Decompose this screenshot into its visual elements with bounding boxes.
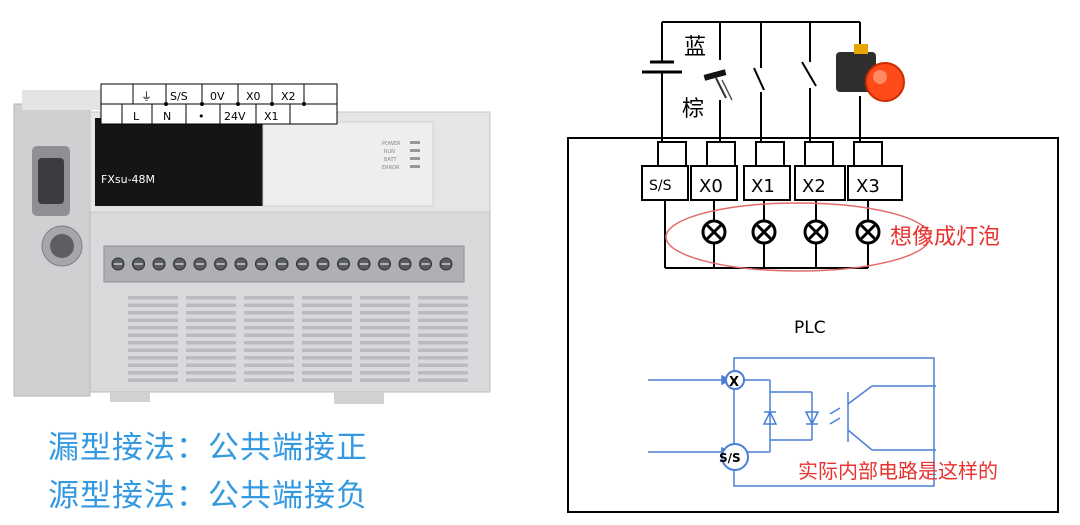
switch-x1: [753, 22, 765, 142]
caption-sink-wiring: 漏型接法：公共端接正: [48, 430, 368, 466]
plc-model-label: FXsu-48M: [101, 173, 155, 186]
terminal-ss: S/S: [649, 178, 672, 194]
plc-label: PLC: [794, 318, 826, 338]
terminal-label-overlay: ⏚ S/S 0V X0 X2 L N • 24V X1: [100, 83, 338, 125]
bulb-icon-x2: [803, 219, 829, 245]
top-terminal-0v: 0V: [210, 90, 225, 103]
bulb-icon-x0: [701, 219, 727, 245]
inner-ss-node: [721, 443, 749, 471]
bulb-icon-x1: [751, 219, 777, 245]
plc-black-panel: [95, 118, 263, 206]
serial-port: [32, 146, 70, 216]
bottom-terminal-dot: •: [198, 110, 205, 123]
terminal-x0: X0: [699, 176, 723, 197]
plc-photo: FXsu-48M POWER RUN BATT ERROR ⏚ S/S: [13, 83, 491, 404]
top-terminal-x2: X2: [281, 90, 296, 103]
inner-x-label: X: [729, 375, 739, 390]
top-terminal-ss: S/S: [170, 90, 188, 103]
terminal-screws: [111, 257, 453, 271]
wiring-diagram: 蓝 棕 S/S: [567, 21, 1059, 513]
top-terminal-x0: X0: [246, 90, 261, 103]
terminal-x2: X2: [802, 176, 826, 197]
inner-ss-label: S/S: [719, 451, 741, 465]
bottom-terminal-24v: 24V: [224, 110, 246, 123]
bottom-terminal-x1: X1: [264, 110, 279, 123]
led-label-batt: BATT: [384, 157, 397, 163]
top-terminal-ground: ⏚: [141, 90, 152, 103]
led-label-run: RUN: [384, 149, 395, 155]
ventilation-grille: [128, 296, 468, 382]
led-label-error: ERROR: [382, 165, 400, 171]
inner-circuit-note: 实际内部电路是这样的: [798, 459, 998, 483]
push-button-icon: [836, 22, 905, 142]
wire-brown-label: 棕: [682, 97, 704, 122]
bottom-terminal-n: N: [163, 110, 171, 123]
caption-source-wiring: 源型接法：公共端接负: [48, 478, 368, 514]
inner-x-node: [725, 370, 745, 390]
highlight-ellipse: [665, 202, 931, 272]
bulb-network: [664, 200, 881, 269]
led-label-power: POWER: [382, 141, 401, 147]
power-source: [642, 22, 682, 142]
terminal-x1: X1: [751, 176, 775, 197]
plc-box: [567, 137, 1059, 513]
wire-blue-label: 蓝: [684, 35, 706, 60]
terminal-x3: X3: [856, 176, 880, 197]
proximity-sensor-icon: [703, 69, 733, 101]
status-led-panel: POWER RUN BATT ERROR: [382, 141, 420, 171]
bulb-icon-x3: [855, 219, 881, 245]
bottom-terminal-l: L: [133, 110, 140, 123]
bulb-note: 想像成灯泡: [890, 225, 1000, 250]
terminal-block: S/S X0 X1 X2 X3: [641, 141, 903, 201]
switch-x2: [801, 22, 817, 142]
inner-schematic: [648, 357, 936, 487]
